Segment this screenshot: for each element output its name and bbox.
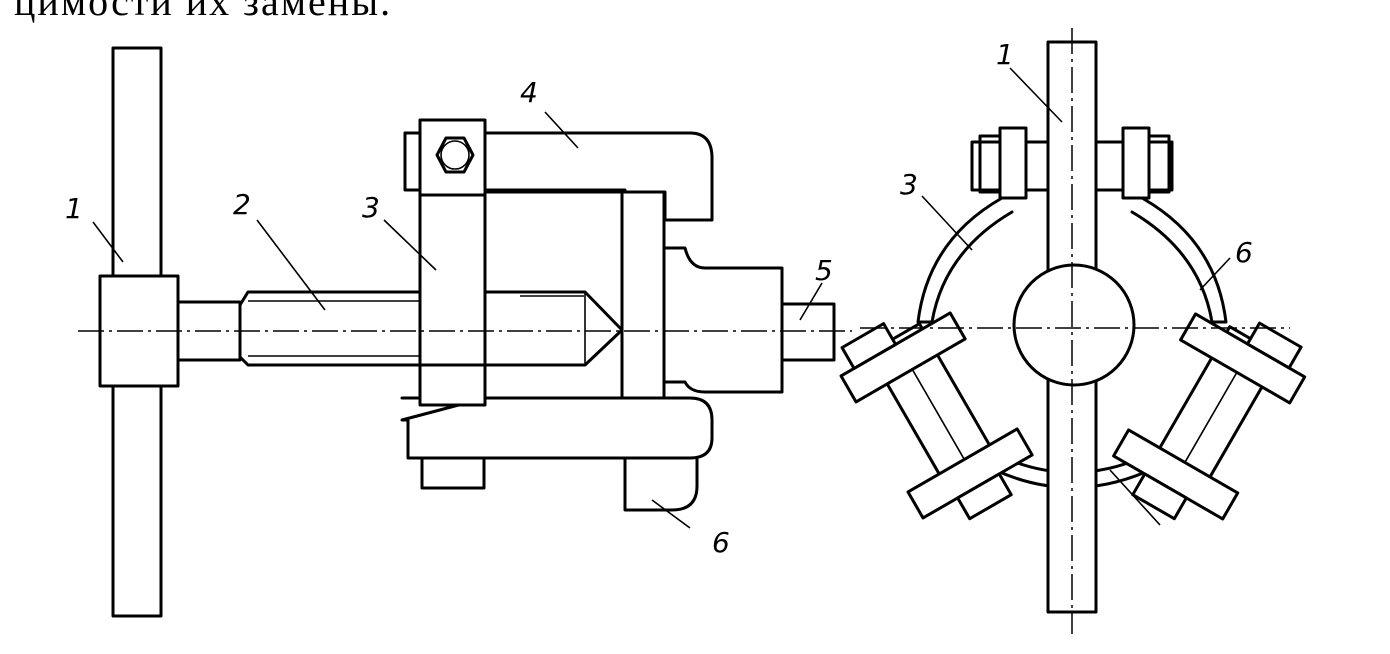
label-clamp: 3: [362, 191, 380, 224]
end-view: [839, 28, 1307, 634]
label-handle: 1: [65, 192, 83, 225]
vertical-plate: [620, 190, 666, 400]
screw-tip: [483, 290, 624, 367]
hub-housing: [662, 246, 784, 394]
ring-upper-left: [916, 196, 1014, 324]
shaft: [780, 302, 836, 362]
label-end-handle: 1: [996, 38, 1014, 71]
upper-bracket: [403, 131, 714, 222]
hex-nut: [435, 136, 475, 174]
label-end-clamp: 3: [900, 168, 918, 201]
lower-bracket: [400, 396, 714, 460]
caption-text: цимости их замены.: [14, 0, 393, 24]
label-end-jaw: 6: [1235, 236, 1253, 269]
label-screw: 2: [233, 188, 251, 221]
label-shaft: 5: [815, 254, 833, 287]
clamp-block: [418, 118, 487, 407]
label-jaw: 6: [712, 526, 730, 559]
top-lug-left: [998, 126, 1028, 200]
ring-upper-right: [1130, 196, 1228, 324]
lower-nut: [420, 456, 486, 490]
hub-circle: [1012, 263, 1136, 387]
right-jaw: [1112, 312, 1307, 521]
left-jaw: [839, 311, 1034, 521]
top-lug-right: [1121, 126, 1151, 200]
jaw-lower: [623, 456, 699, 512]
threaded-screw: [238, 290, 422, 367]
side-view: [78, 46, 852, 618]
label-bracket: 4: [520, 76, 538, 109]
